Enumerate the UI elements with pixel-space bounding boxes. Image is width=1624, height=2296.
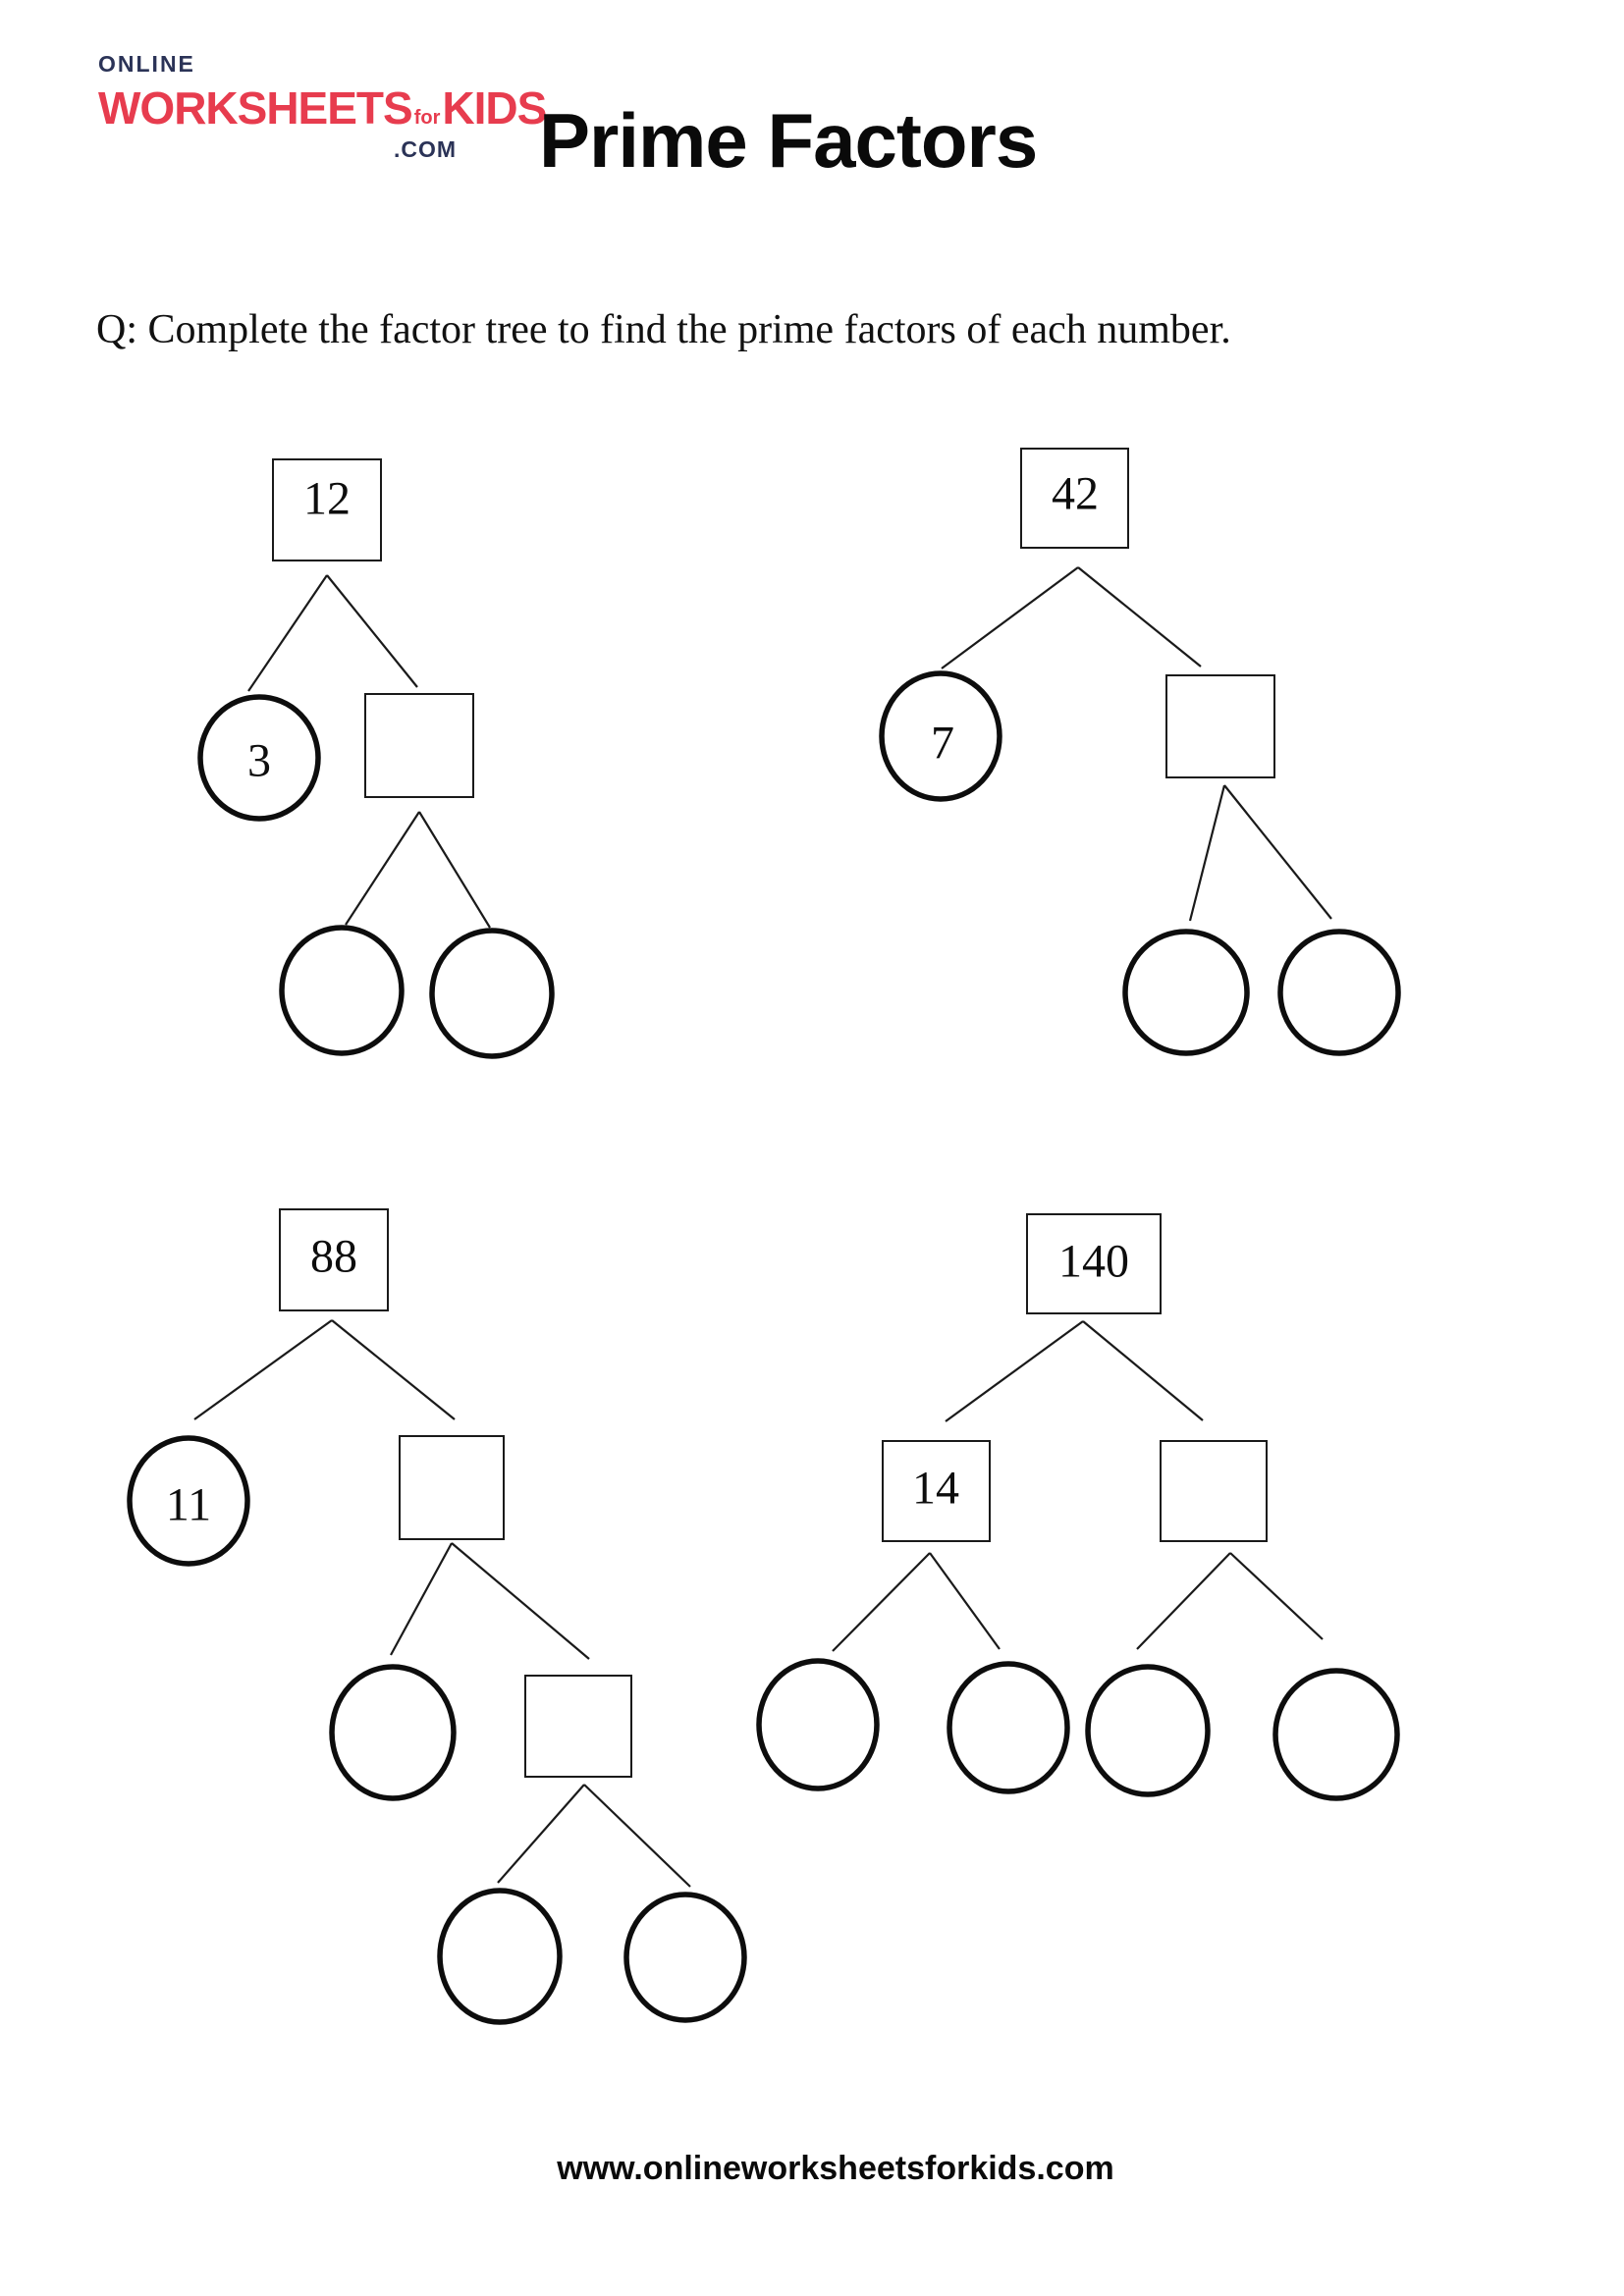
branch-line [497, 1784, 585, 1884]
branch-line [193, 1319, 333, 1420]
factor-tree-42: 42 7 [879, 448, 1401, 1056]
branch-line [390, 1542, 453, 1656]
page-title: Prime Factors [539, 97, 1038, 184]
branch-line [941, 566, 1079, 669]
branch-line [1136, 1552, 1231, 1650]
answer-circle-blank[interactable] [429, 928, 555, 1059]
root-number-label: 12 [303, 473, 351, 525]
answer-circle-blank[interactable] [1272, 1668, 1400, 1801]
root-number-box [279, 1208, 389, 1311]
footer-url: www.onlineworksheetsforkids.com [557, 2150, 1114, 2187]
factor-tree-12: 12 3 [197, 458, 555, 1059]
answer-circle-blank[interactable] [279, 925, 405, 1056]
answer-circle-blank[interactable] [329, 1664, 457, 1801]
logo-worksheets-text: WORKSHEETS [98, 82, 413, 133]
answer-circle-blank[interactable] [437, 1888, 563, 2025]
answer-circle-blank[interactable] [1277, 929, 1401, 1056]
answer-circle-blank[interactable] [947, 1661, 1070, 1794]
branch-line [1188, 784, 1226, 922]
prime-factor-circle [879, 670, 1002, 802]
logo-for-text: for [413, 107, 441, 129]
branch-line [1082, 1320, 1204, 1421]
branch-line [418, 811, 491, 929]
branch-line [345, 811, 420, 926]
logo-com-text: .COM [393, 136, 457, 162]
root-number-box [272, 458, 382, 561]
answer-circle-blank[interactable] [756, 1658, 880, 1791]
root-number-label: 88 [310, 1231, 357, 1283]
factor-square [882, 1440, 991, 1542]
factor-square-label: 14 [912, 1463, 959, 1515]
branch-line [247, 574, 328, 692]
logo-online-text: ONLINE [98, 51, 195, 77]
branch-line [326, 574, 418, 688]
logo-kids-text: KIDS [442, 82, 547, 133]
branch-line [832, 1552, 931, 1652]
branch-line [929, 1552, 1001, 1650]
branch-line [1223, 784, 1332, 920]
root-number-label: 42 [1052, 468, 1099, 520]
answer-square-blank[interactable] [399, 1435, 505, 1540]
answer-square-blank[interactable] [364, 693, 474, 798]
prime-factor-label: 11 [166, 1479, 211, 1531]
logo-brand-text: WORKSHEETS for KIDS [98, 81, 547, 134]
branch-line [583, 1784, 691, 1888]
prime-factor-circle [197, 694, 321, 822]
answer-circle-blank[interactable] [1085, 1664, 1211, 1797]
branch-line [1229, 1552, 1324, 1640]
answer-square-blank[interactable] [1160, 1440, 1268, 1542]
factor-tree-140: 140 14 [756, 1213, 1400, 1801]
factor-tree-88: 88 11 [127, 1208, 747, 2025]
branch-line [945, 1320, 1084, 1422]
answer-circle-blank[interactable] [623, 1892, 747, 2023]
answer-square-blank[interactable] [1165, 674, 1275, 778]
answer-square-blank[interactable] [524, 1675, 632, 1778]
answer-circle-blank[interactable] [1122, 929, 1250, 1056]
branch-line [451, 1542, 590, 1660]
question-text: Q: Complete the factor tree to find the … [96, 307, 1231, 352]
root-number-box [1026, 1213, 1162, 1314]
branch-line [331, 1319, 456, 1420]
site-logo: ONLINE WORKSHEETS for KIDS .COM [98, 51, 547, 163]
prime-factor-circle [127, 1435, 250, 1567]
prime-factor-label: 7 [931, 718, 954, 770]
root-number-box [1020, 448, 1129, 549]
prime-factor-label: 3 [247, 735, 271, 787]
branch-line [1077, 566, 1202, 667]
root-number-label: 140 [1058, 1236, 1129, 1288]
